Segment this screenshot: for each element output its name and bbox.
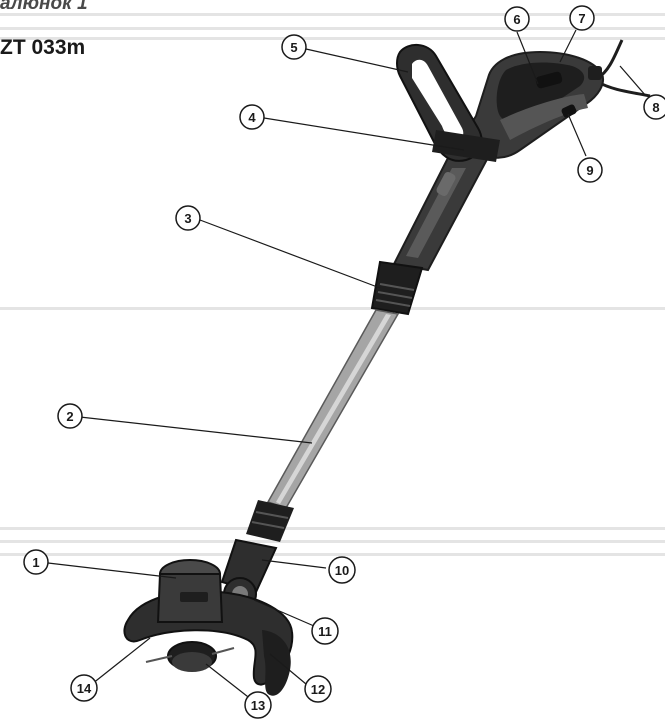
model-name: ZT 033m: [0, 36, 86, 59]
guard-fin: [262, 630, 291, 696]
callout-circle-12: [304, 675, 332, 703]
callout-label-5: 5: [290, 40, 297, 55]
rule-line: [0, 540, 665, 543]
leader-lines: [47, 29, 647, 701]
callout-circle-7: [569, 5, 595, 31]
rule-line: [0, 13, 665, 16]
callout-label-14: 14: [77, 681, 92, 696]
rule-line: [0, 527, 665, 530]
callout-group: 1 2 3 4 5 6 7 8 9 10 11 12 13 14: [23, 5, 665, 719]
collar-ribs: [375, 283, 415, 307]
callout-label-1: 1: [32, 555, 39, 570]
callout-circle-13: [244, 691, 272, 719]
callout-label-6: 6: [513, 12, 520, 27]
callout-label-10: 10: [335, 563, 349, 578]
callout-circle-1: [23, 549, 49, 575]
trigger-switch: [535, 71, 563, 89]
callout-label-8: 8: [652, 100, 659, 115]
callout-circle-4: [239, 104, 265, 130]
upper-tube-highlight: [406, 168, 466, 258]
power-cord: [597, 80, 651, 98]
spool-cap: [172, 652, 212, 672]
callout-label-4: 4: [248, 110, 256, 125]
callout-circle-5: [281, 34, 307, 60]
cutting-line: [211, 647, 235, 655]
callout-label-11: 11: [318, 624, 332, 639]
lock-button: [561, 104, 577, 118]
callout-label-7: 7: [578, 11, 585, 26]
handle-clamp: [432, 130, 500, 162]
callout-circle-14: [70, 674, 98, 702]
auxiliary-handle-inner: [412, 59, 464, 141]
rule-line: [0, 27, 665, 30]
lower-collar: [246, 500, 294, 542]
callout-circle-3: [175, 205, 201, 231]
shaft-highlight: [276, 314, 391, 504]
lower-collar-ribs: [251, 511, 289, 529]
motor-vent: [180, 592, 208, 602]
callout-circle-11: [311, 617, 339, 645]
release-button: [436, 171, 456, 197]
handle-loop: [500, 94, 588, 140]
callout-label-2: 2: [66, 409, 73, 424]
rule-line: [0, 37, 665, 40]
callout-label-3: 3: [184, 211, 191, 226]
callout-circle-9: [577, 157, 603, 183]
callout-circle-6: [504, 6, 530, 32]
callout-circle-8: [643, 94, 665, 120]
callout-circle-2: [57, 403, 83, 429]
figure-title: алюнок 1: [0, 0, 88, 14]
callout-label-9: 9: [586, 163, 593, 178]
handle-grip: [496, 62, 585, 124]
callout-label-13: 13: [251, 698, 265, 713]
callout-label-12: 12: [311, 682, 325, 697]
cutting-line: [145, 655, 173, 663]
rule-line: [0, 553, 665, 556]
cord-holder: [588, 66, 602, 80]
callout-circle-10: [328, 556, 356, 584]
rule-line: [0, 307, 665, 310]
